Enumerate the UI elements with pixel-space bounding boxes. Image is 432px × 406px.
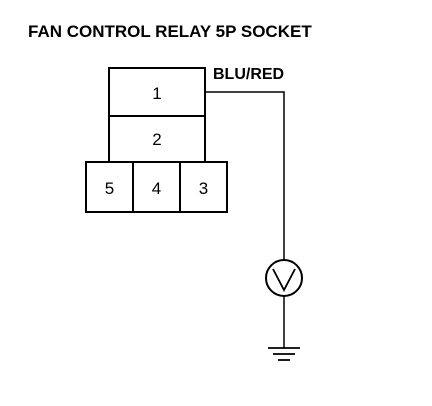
wire-blu-red [205, 91, 285, 260]
socket-pin-1: 1 [108, 67, 206, 117]
diagram-title: FAN CONTROL RELAY 5P SOCKET [28, 22, 312, 41]
ground-icon [268, 347, 300, 361]
pin-label: 5 [105, 179, 114, 198]
socket-pin-4: 4 [132, 161, 181, 213]
pin-label: 4 [152, 179, 161, 198]
socket-pin-5: 5 [85, 161, 134, 213]
voltmeter-icon [265, 259, 303, 297]
wire-label: BLU/RED [213, 66, 284, 83]
pin-label: 2 [152, 130, 161, 149]
socket-pin-2: 2 [108, 115, 206, 163]
socket-pin-3: 3 [179, 161, 228, 213]
pin-label: 3 [199, 179, 208, 198]
pin-label: 1 [152, 84, 161, 103]
